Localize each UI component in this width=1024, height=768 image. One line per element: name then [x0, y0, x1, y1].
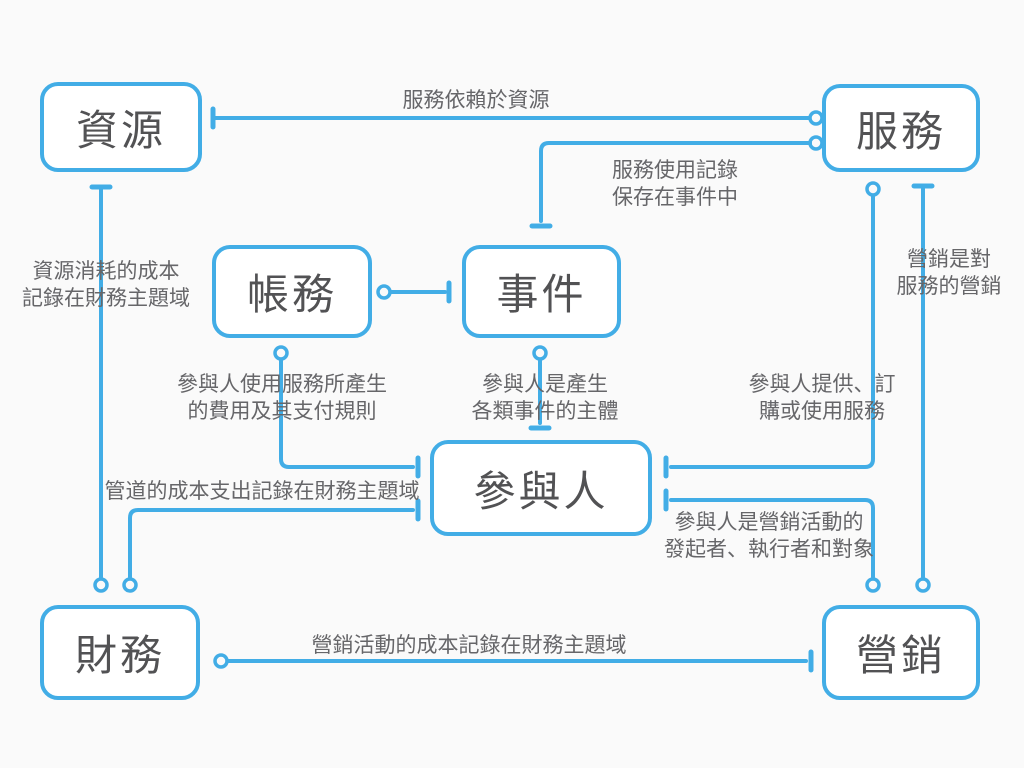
edge-label-participant-marketing-roles: 參與人是營銷活動的 發起者、執行者和對象 [664, 511, 874, 561]
edge-billing-event [376, 280, 452, 304]
edge-label-marketing-targets-service: 營銷是對 服務的營銷 [896, 248, 1002, 298]
edge-marketing-cost-recorded-in-finance [213, 649, 814, 673]
node-finance: 財務 [40, 605, 200, 700]
node-participant: 參與人 [430, 440, 652, 536]
edge-resource-cost-recorded-in-finance [89, 184, 113, 593]
node-marketing: 營銷 [822, 605, 980, 700]
node-service: 服務 [822, 84, 980, 172]
edge-label-billing-fee-rules: 參與人使用服務所產生 的費用及其支付規則 [177, 373, 387, 423]
edge-participant-marketing-roles [663, 488, 881, 593]
edge-billing-fee-rules [273, 345, 421, 479]
node-resource: 資源 [40, 82, 202, 172]
edge-channel-cost-recorded-in-finance [122, 498, 421, 593]
edge-label-service-usage-recorded-in-event: 服務使用記錄 保存在事件中 [612, 159, 738, 209]
edge-label-marketing-cost-recorded-in-finance: 營銷活動的成本記錄在財務主題域 [311, 634, 627, 657]
edge-participant-generates-events [528, 345, 552, 431]
edge-label-channel-cost-recorded-in-finance: 管道的成本支出記錄在財務主題域 [104, 480, 420, 503]
node-billing: 帳務 [212, 245, 372, 338]
edge-label-participant-generates-events: 參與人是產生 各類事件的主體 [471, 373, 619, 423]
edge-label-participant-provides-uses-service: 參與人提供、訂 購或使用服務 [748, 373, 896, 423]
edge-participant-provides-uses-service [663, 181, 881, 479]
edge-label-resource-cost-recorded-in-finance: 資源消耗的成本 記錄在財務主題域 [22, 260, 190, 310]
edge-label-service-depends-on-resource: 服務依賴於資源 [402, 89, 550, 112]
edge-marketing-targets-service [911, 183, 935, 593]
node-event: 事件 [462, 245, 621, 338]
edge-service-usage-recorded-in-event [529, 135, 824, 229]
